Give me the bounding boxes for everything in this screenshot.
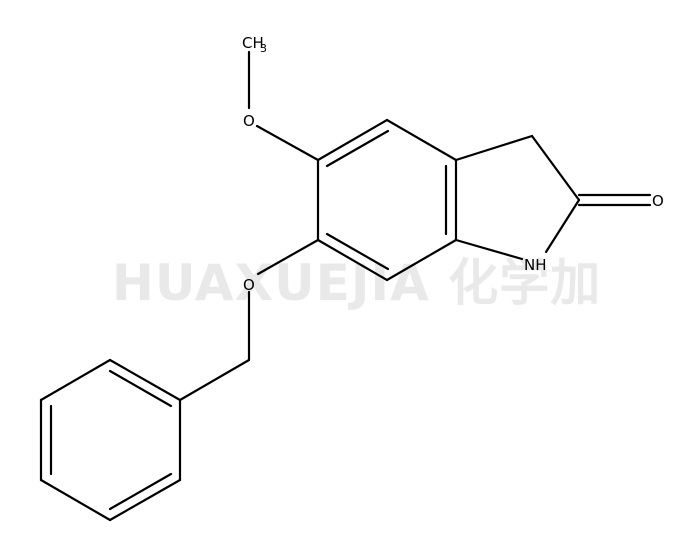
bond-phenyl-5 bbox=[108, 478, 182, 522]
bond-methoxy-oxygen-ring bbox=[255, 124, 320, 162]
bond-phenyl-4 bbox=[39, 478, 112, 522]
methyl-subscript: 3 bbox=[260, 42, 267, 55]
bond-phenyl-1-inner bbox=[108, 369, 173, 408]
bond-c2-n1 bbox=[544, 198, 581, 254]
carbonyl-oxygen-label: O bbox=[652, 192, 664, 210]
benzyloxy-oxygen-label: O bbox=[243, 276, 255, 294]
bond-ring-c7-c6 bbox=[316, 238, 389, 282]
bond-c3-c2 bbox=[530, 134, 581, 202]
bond-ch2-phenyl bbox=[178, 358, 251, 402]
bond-phenyl-5-inner bbox=[108, 472, 173, 511]
bond-ring-benzyloxy-oxygen bbox=[256, 238, 320, 276]
bond-phenyl-2 bbox=[39, 358, 112, 402]
bond-ring-c4-c3a bbox=[385, 118, 458, 162]
bond-n1-c7a bbox=[454, 238, 524, 261]
methoxy-oxygen-label: O bbox=[243, 112, 255, 130]
bond-ring-c7a-c7 bbox=[385, 238, 458, 282]
amine-label: NH bbox=[524, 256, 547, 274]
bond-c3a-c3 bbox=[454, 134, 534, 162]
bond-ring-c7-c6-inner bbox=[325, 232, 390, 271]
bond-phenyl-1 bbox=[108, 358, 182, 402]
methyl-label: CH bbox=[242, 34, 264, 52]
bond-ring-c5-c4-inner bbox=[325, 129, 390, 168]
bond-ring-c5-c4 bbox=[316, 118, 389, 162]
watermark-text: HUAXUEJIA 化学加 bbox=[112, 254, 601, 312]
